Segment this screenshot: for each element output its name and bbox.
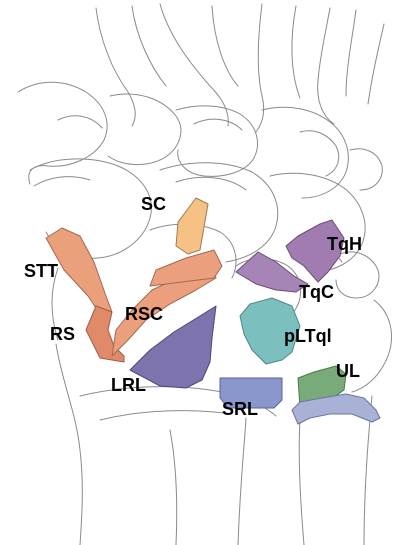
- label-stt: STT: [24, 261, 58, 281]
- label-rsc: RSC: [125, 304, 163, 324]
- label-lrl: LRL: [111, 375, 146, 395]
- capitate-outline: [194, 119, 242, 130]
- hamate-outline: [300, 131, 339, 176]
- metacarpal-outline: [368, 24, 384, 104]
- label-pltql: pLTql: [284, 326, 332, 346]
- ulna-outline: [299, 420, 304, 545]
- radius-outline: [170, 430, 177, 545]
- label-tqh: TqH: [327, 234, 362, 254]
- label-sc: SC: [141, 194, 166, 214]
- metacarpal-outline: [346, 10, 356, 96]
- label-tqc: TqC: [299, 282, 334, 302]
- radius-outline: [56, 344, 82, 545]
- metacarpal-outline: [132, 6, 166, 86]
- capitate-outline: [176, 106, 258, 176]
- metacarpal-outline: [160, 4, 228, 126]
- ligament-sc: [176, 198, 208, 254]
- metacarpal-outline: [318, 8, 334, 124]
- label-ul: UL: [336, 361, 360, 381]
- metacarpal-outline: [212, 6, 238, 86]
- label-srl: SRL: [222, 399, 258, 419]
- hook-outline: [350, 149, 382, 190]
- trapezoid-outline: [108, 94, 181, 165]
- trapezium-outline: [58, 116, 102, 128]
- pisiform-outline: [336, 252, 379, 298]
- radius-outline: [100, 411, 232, 420]
- radius-outline: [238, 418, 246, 545]
- label-rs: RS: [50, 324, 75, 344]
- lunate-outline: [176, 177, 246, 190]
- metacarpal-outline: [256, 4, 264, 132]
- metacarpal-outline: [292, 6, 300, 98]
- scaphoid-outline: [30, 159, 151, 258]
- hamate-outline: [262, 107, 348, 198]
- scaphoid-outline: [34, 177, 90, 186]
